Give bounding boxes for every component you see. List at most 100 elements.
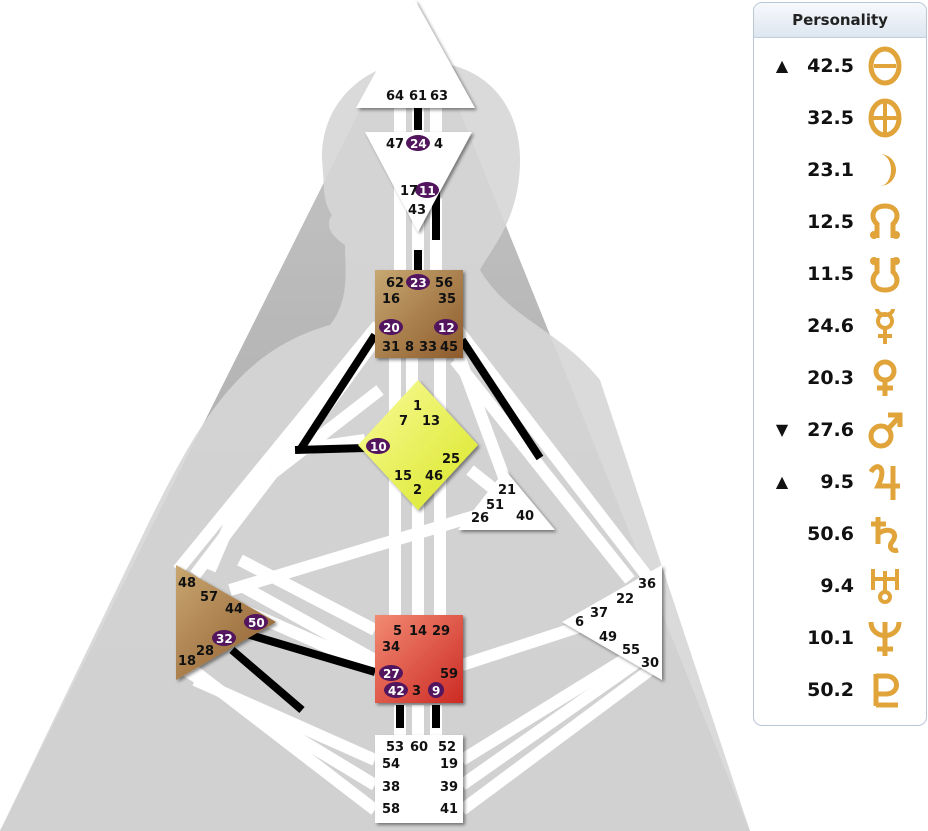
gate-15: 15 [394,469,412,484]
gate-43: 43 [408,203,426,218]
gate-38: 38 [382,780,400,795]
gate-22: 22 [616,592,634,607]
neptune-icon [868,621,902,656]
planet-row-venus: 20.3 [754,355,926,407]
planet-row-south-node: 11.5 [754,251,926,303]
gate-39: 39 [440,780,458,795]
gate-11: 11 [419,184,436,198]
gate-1: 1 [413,399,422,414]
heart-center [458,470,555,530]
personality-panel: Personality ▲ 42.5 32.5 23.1 12.5 [753,2,927,726]
gate-33: 33 [419,340,437,355]
gate-3: 3 [412,684,421,699]
gate-40: 40 [516,509,534,524]
planet-value: 12.5 [807,211,854,233]
gate-31: 31 [382,340,400,355]
fixing-arrow: ▲ [775,472,789,491]
north-node-icon [870,203,900,239]
planet-value: 42.5 [807,55,854,77]
gate-46: 46 [425,469,443,484]
ajna-center [365,132,472,232]
gate-labels: 64 61 63 47 24 4 17 11 43 62 23 56 16 35… [178,89,659,817]
activation-markers [212,135,458,698]
gate-62: 62 [386,276,404,291]
planet-row-moon: 23.1 [754,147,926,199]
gate-30: 30 [641,656,659,671]
planet-value: 10.1 [807,627,854,649]
gate-53: 53 [386,740,404,755]
gate-61: 61 [409,89,427,104]
gate-60: 60 [410,740,428,755]
gate-6: 6 [575,615,584,630]
uranus-icon [871,569,899,604]
sun-icon [868,46,902,86]
planet-row-north-node: 12.5 [754,199,926,251]
gate-8: 8 [405,340,414,355]
panel-title: Personality [754,3,926,38]
root-center [375,735,463,823]
gate-18: 18 [178,654,196,669]
gate-58: 58 [382,802,400,817]
gate-4: 4 [434,137,443,152]
moon-icon [880,154,896,186]
gate-36: 36 [638,577,656,592]
gate-59: 59 [440,667,458,682]
planet-row-jupiter: ▲ 9.5 [754,459,926,511]
gate-2: 2 [413,483,422,498]
gate-28: 28 [196,644,214,659]
spleen-center [176,565,276,680]
saturn-icon [871,517,899,553]
gate-47: 47 [386,137,404,152]
gate-24: 24 [410,137,427,151]
planet-row-uranus: 9.4 [754,563,926,615]
planet-value: 50.6 [807,523,854,545]
planet-row-sun: ▲ 42.5 [754,43,926,95]
gate-5: 5 [393,624,402,639]
gate-25: 25 [442,452,460,467]
gate-41: 41 [440,802,458,817]
planet-value: 50.2 [807,679,854,701]
planet-value: 11.5 [807,263,854,285]
solar-plexus-center [562,565,662,680]
planet-row-mercury: 24.6 [754,303,926,355]
planet-value: 9.4 [820,575,854,597]
gate-34: 34 [382,640,400,655]
gate-10: 10 [370,440,387,454]
planet-value: 9.5 [820,471,854,493]
gate-63: 63 [430,89,448,104]
gate-48: 48 [178,576,196,591]
gate-52: 52 [438,740,456,755]
jupiter-icon [868,464,900,500]
planet-row-mars: ▼ 27.6 [754,407,926,459]
g-center [358,380,478,510]
gate-57: 57 [200,590,218,605]
gate-49: 49 [599,630,617,645]
gate-37: 37 [590,606,608,621]
planet-value: 23.1 [807,159,854,181]
gate-21: 21 [498,483,516,498]
bodygraph-chart: 64 61 63 47 24 4 17 11 43 62 23 56 16 35… [0,0,750,831]
gate-50: 50 [248,616,265,630]
gate-19: 19 [440,757,458,772]
gate-26: 26 [471,511,489,526]
venus-icon [873,359,897,396]
gate-44: 44 [225,602,243,617]
earth-icon [868,98,902,138]
defined-channels [229,108,544,728]
gate-45: 45 [440,340,458,355]
gate-27: 27 [383,667,400,681]
planet-row-neptune: 10.1 [754,615,926,667]
planet-row-earth: 32.5 [754,95,926,147]
mercury-icon [875,308,895,344]
gate-35: 35 [438,292,456,307]
planet-row-pluto: 50.2 [754,667,926,719]
pluto-icon [873,673,899,708]
gate-9: 9 [432,684,440,698]
fixing-arrow: ▲ [775,56,789,75]
gate-12: 12 [438,321,455,335]
fixing-arrow: ▼ [775,420,789,439]
gate-14: 14 [409,624,427,639]
planet-value: 24.6 [807,315,854,337]
gate-51: 51 [486,498,504,513]
south-node-icon [870,257,900,293]
